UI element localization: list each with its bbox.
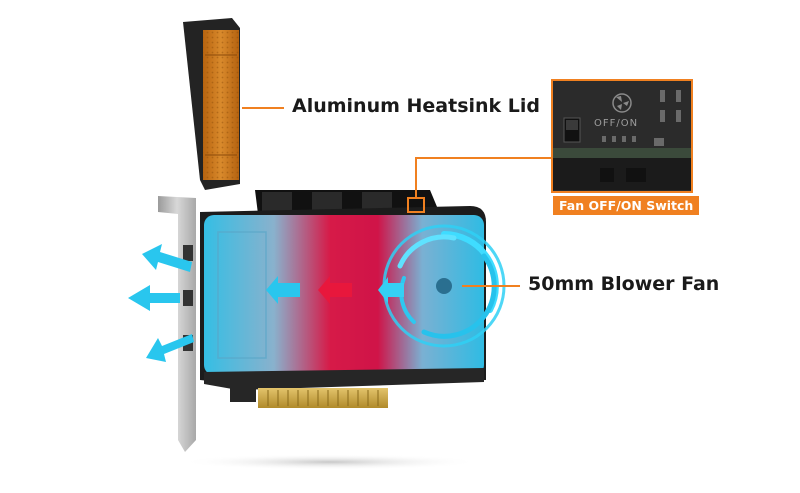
pcie-bracket	[158, 196, 196, 452]
heatsink-fins	[255, 190, 440, 214]
blower-fan-label: 50mm Blower Fan	[528, 273, 720, 295]
floor-shadow	[180, 454, 480, 470]
airflow-arrow-icon	[266, 276, 404, 304]
heatsink-lid	[183, 18, 240, 190]
switch-inset	[551, 79, 693, 193]
fan-symbol-icon	[612, 93, 632, 113]
fan-icon	[382, 224, 506, 348]
fan-switch-caption: Fan OFF/ON Switch	[553, 196, 700, 215]
switch-leader	[415, 157, 556, 198]
switch-marking: OFF/ON	[594, 118, 639, 129]
heatsink-lid-label: Aluminum Heatsink Lid	[292, 95, 541, 117]
exhaust-arrows	[128, 244, 194, 362]
heat-arrow-icon	[318, 276, 352, 304]
